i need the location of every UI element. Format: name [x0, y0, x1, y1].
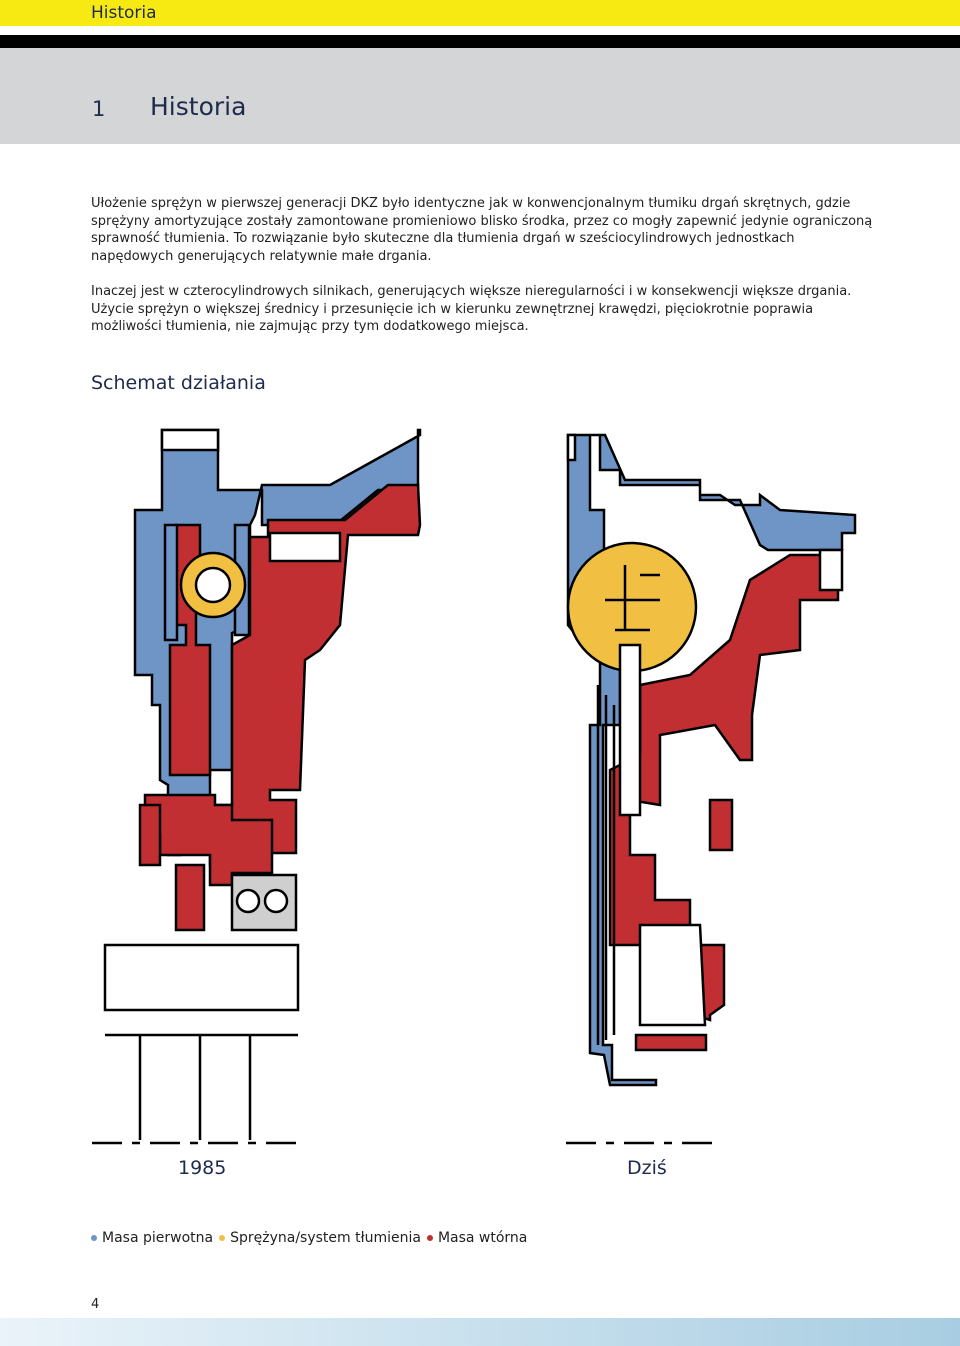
housing-top-today [566, 433, 577, 462]
legend-label: Sprężyna/system tłumienia [230, 1230, 421, 1246]
clutch-disc-today [618, 643, 642, 817]
legend-item-spring: Sprężyna/system tłumienia [219, 1230, 421, 1246]
caption-today: Dziś [627, 1157, 667, 1179]
crank-housing-1985 [103, 943, 300, 1012]
clutch-hub-1985 [174, 863, 206, 932]
footer-gradient-bar [0, 1318, 960, 1346]
clutch-cover-today [638, 923, 707, 1027]
legend-dot-icon [426, 1235, 433, 1241]
header-divider [0, 35, 960, 48]
spring-channel-today [605, 565, 660, 632]
shaft-slot-1985 [268, 531, 342, 563]
legend-item-secondary-mass: Masa wtórna [426, 1230, 528, 1246]
page-number: 4 [91, 1297, 100, 1312]
hub-bolt-today [708, 798, 734, 852]
top-header-bar: Historia [0, 0, 960, 26]
diagram-1985 [92, 428, 422, 1145]
legend-label: Masa pierwotna [102, 1230, 214, 1246]
caption-1985: 1985 [178, 1157, 227, 1179]
secondary-mass-1985 [208, 483, 422, 867]
legend-dot-icon [219, 1235, 226, 1241]
paragraph-2: Inaczej jest w czterocylindrowych silnik… [91, 284, 852, 335]
inner-plate-1985 [163, 523, 179, 642]
housing-top-cap [160, 428, 220, 452]
crank-lines-1985 [105, 1033, 298, 1140]
legend: Masa pierwotna Sprężyna/system tłumienia… [91, 1230, 533, 1246]
legend-label: Masa wtórna [437, 1230, 528, 1246]
lower-weight-1985 [138, 803, 162, 867]
paragraph-1: Ułożenie sprężyn w pierwszej generacji D… [91, 196, 873, 264]
diagram-today [566, 433, 857, 1145]
chapter-title-band: 1 Historia [0, 48, 960, 144]
plate-lines-today [596, 685, 616, 1045]
section-label: Historia [91, 3, 157, 23]
legend-item-primary-mass: Masa pierwotna [91, 1230, 213, 1246]
bearing-ball-1 [235, 888, 261, 914]
section-subheading: Schemat działania [91, 372, 266, 394]
bearing-ball-2 [263, 888, 289, 914]
spring-core-1985 [194, 566, 232, 604]
chapter-title: Historia [150, 92, 247, 121]
legend-dot-icon [91, 1235, 97, 1241]
chapter-number: 1 [92, 97, 106, 121]
ring-gear-today [818, 548, 844, 592]
lower-ring-today [634, 1033, 708, 1052]
damper-cross-section-diagram: .b { fill: #6e95c6; stroke: #000; stroke… [92, 428, 857, 1145]
